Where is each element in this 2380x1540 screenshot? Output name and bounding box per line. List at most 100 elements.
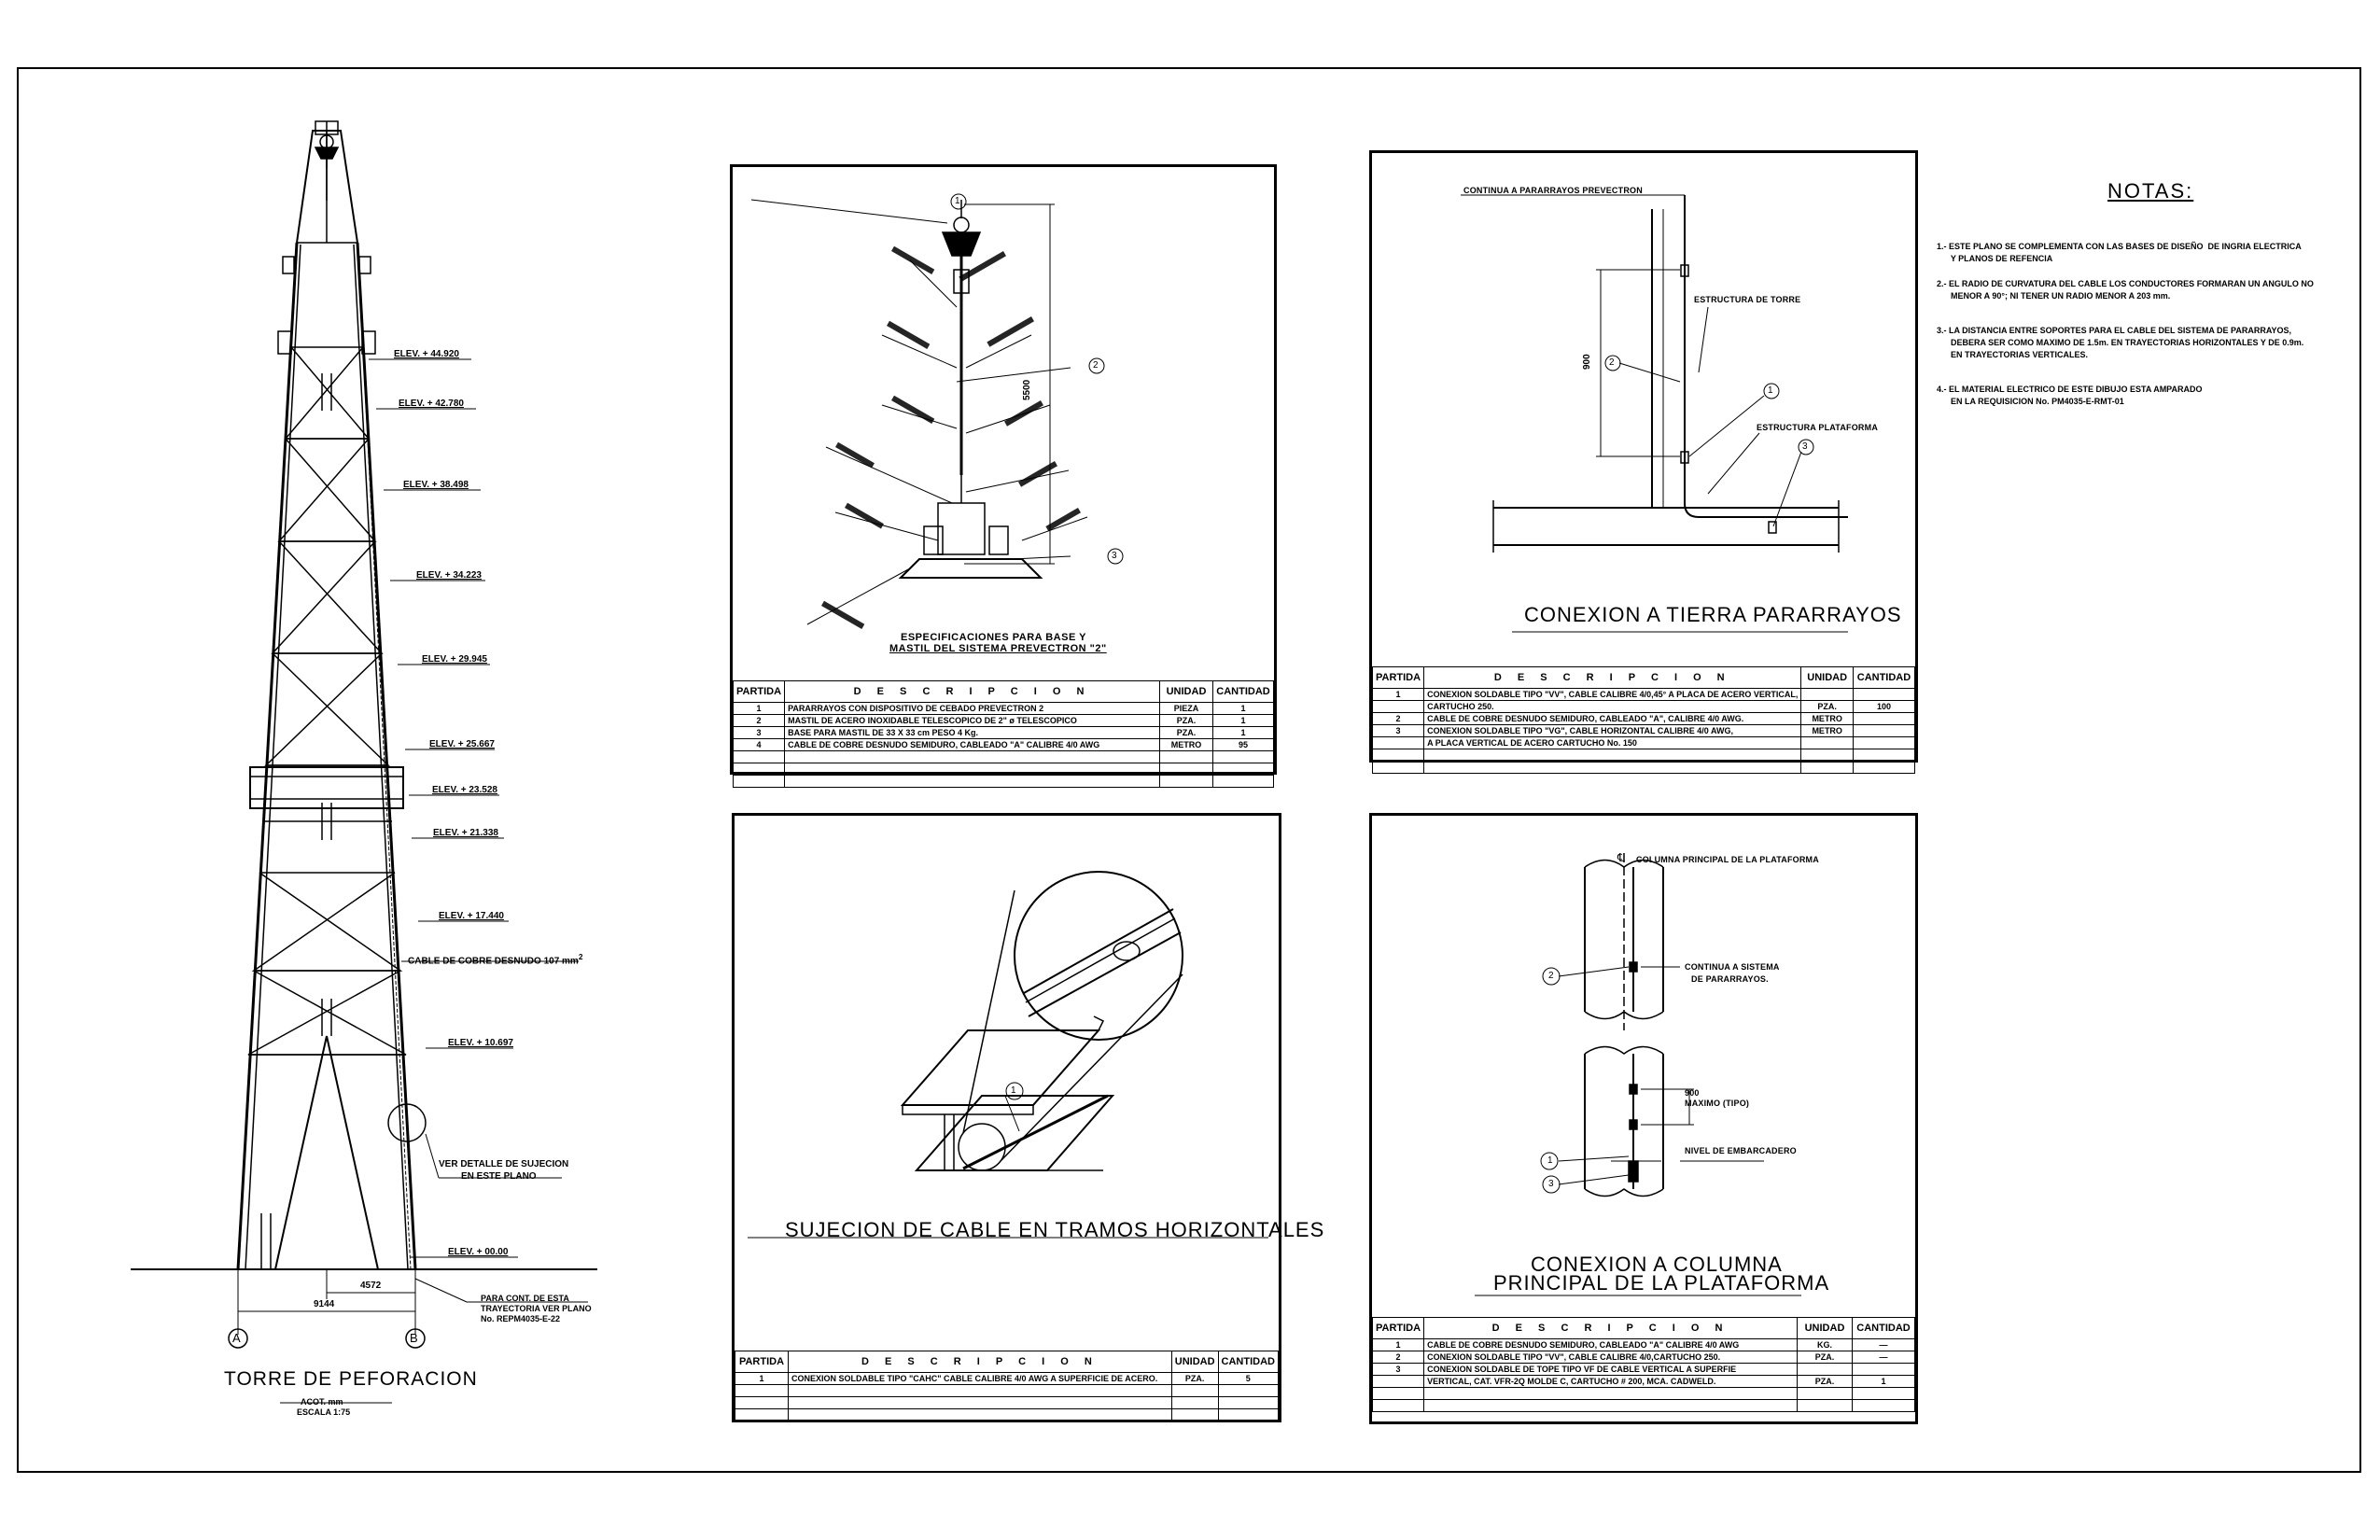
p2-th-cantidad: CANTIDAD [1852,666,1916,689]
cell [1852,688,1916,701]
cell: METRO [1159,738,1213,751]
cell: CONEXION SOLDABLE TIPO "CAHC" CABLE CALI… [788,1372,1172,1385]
cell: 1 [732,702,786,715]
cable-label: CABLE DE COBRE DESNUDO 107 mm2 [408,952,583,967]
axis-a: A [232,1331,241,1345]
cell: CABLE DE COBRE DESNUDO SEMIDURO, CABLEAD… [1423,712,1802,725]
elev-label-4: ELEV. + 34.223 [416,570,482,581]
table-row [1371,761,1916,774]
p2-th-descripcion: D E S C R I P C I O N [1423,666,1802,689]
table-row [732,763,1274,776]
cell: PZA. [1159,726,1213,739]
cell: CABLE DE COBRE DESNUDO SEMIDURO, CABLEAD… [1423,1338,1798,1351]
p2-estructura-torre-label: ESTRUCTURA DE TORRE [1694,295,1801,304]
cell [1800,736,1854,749]
panel-sujecion-cable: 1 SUJECION DE CABLE EN TRAMOS HORIZONTAL… [732,813,1323,1422]
table-row [735,1384,1280,1397]
column-connection-drawing [1475,853,1801,1296]
cont-label-2: TRAYECTORIA VER PLANO [481,1304,592,1313]
table-row [1371,1387,1915,1400]
p3-th-cantidad: CANTIDAD [1217,1351,1280,1373]
elev-label-5: ELEV. + 29.945 [422,654,487,665]
cell [1852,1363,1915,1376]
table-row: VERTICAL, CAT. VFR-2Q MOLDE C, CARTUCHO … [1371,1375,1915,1388]
p3-th-partida: PARTIDA [735,1351,789,1373]
cell [1371,1375,1425,1388]
note-4: 4.- EL MATERIAL ELECTRICO DE ESTE DIBUJO… [1937,385,2203,406]
cell: 1 [1852,1375,1915,1388]
p4-continua-line-1: CONTINUA A SISTEMA [1685,962,1780,972]
cell: PZA. [1797,1351,1853,1364]
cell [1800,688,1854,701]
cell: PZA. [1800,700,1854,713]
table-row [1371,749,1916,762]
cell: 95 [1212,738,1274,751]
p3-callout-1: 1 [1011,1085,1016,1096]
p4-th-partida: PARTIDA [1371,1317,1425,1339]
table-row: CARTUCHO 250.PZA.100 [1371,700,1916,713]
cell: PARARRAYOS CON DISPOSITIVO DE CEBADO PRE… [784,702,1160,715]
p1-dim-5500: 5500 [1022,379,1032,400]
centerline-icon: ℄ [1617,851,1625,864]
cont-label-3: No. REPM4035-E-22 [481,1314,561,1323]
p1-th-descripcion: D E S C R I P C I O N [784,680,1160,703]
cell: CONEXION SOLDABLE TIPO "VV", CABLE CALIB… [1423,1351,1798,1364]
cell: MASTIL DE ACERO INOXIDABLE TELESCOPICO D… [784,714,1160,727]
elev-label-10: ELEV. + 10.697 [448,1038,513,1048]
p4-callout-3: 3 [1548,1179,1554,1189]
p4-maximo-label: MAXIMO (TIPO) [1685,1099,1750,1108]
cell: CONEXION SOLDABLE DE TOPE TIPO VF DE CAB… [1423,1363,1798,1376]
p4-nivel-label: NIVEL DE EMBARCADERO [1685,1146,1797,1155]
p3-th-unidad: UNIDAD [1170,1351,1219,1373]
cell [1852,724,1916,737]
p3-th-descripcion: D E S C R I P C I O N [788,1351,1172,1373]
p1-spec-line-1: ESPECIFICACIONES PARA BASE Y [901,632,1086,643]
axis-b: B [410,1331,418,1345]
elev-label-8: ELEV. + 21.338 [433,828,498,838]
tower-acot: ACOT. mm [301,1397,343,1407]
cell: 5 [1217,1372,1280,1385]
cell: A PLACA VERTICAL DE ACERO CARTUCHO No. 1… [1423,736,1802,749]
p2-th-partida: PARTIDA [1371,666,1425,689]
p4-callout-1: 1 [1547,1155,1553,1166]
cell: 3 [1371,724,1425,737]
p2-dim-900: 900 [1582,354,1592,370]
cell [1852,736,1916,749]
cell: PIEZA [1159,702,1213,715]
cell: — [1852,1338,1915,1351]
cell: CONEXION SOLDABLE TIPO "VV", CABLE CALIB… [1423,688,1802,701]
cell [1797,1363,1853,1376]
panel-conexion-columna: ℄ COLUMNA PRINCIPAL DE LA PLATAFORMA CON… [1369,813,1918,1424]
elev-label-7: ELEV. + 23.528 [432,785,497,795]
cell: PZA. [1170,1372,1219,1385]
cell: 1 [735,1372,789,1385]
cont-label-1: PARA CONT. DE ESTA [481,1294,569,1303]
dim-9144: 9144 [314,1299,335,1309]
cell: KG. [1797,1338,1853,1351]
p4-th-cantidad: CANTIDAD [1852,1317,1915,1339]
table-row [735,1396,1280,1409]
cell [1852,712,1916,725]
p1-th-unidad: UNIDAD [1159,680,1213,703]
table-row [735,1408,1280,1421]
p4-th-unidad: UNIDAD [1797,1317,1853,1339]
p4-dim-900: 900 [1685,1088,1700,1098]
p4-callout-2: 2 [1548,971,1554,981]
p4-title-line-1: CONEXION A COLUMNA [1531,1253,1783,1276]
cell: 3 [732,726,786,739]
tower-title: TORRE DE PEFORACION [224,1368,478,1390]
note-1: 1.- ESTE PLANO SE COMPLEMENTA CON LAS BA… [1937,242,2302,263]
p1-callout-3: 3 [1112,551,1117,561]
cable-clamp-drawing [748,871,1268,1239]
p2-th-unidad: UNIDAD [1800,666,1854,689]
cell: 1 [1371,1338,1425,1351]
cell: 1 [1212,702,1274,715]
p1-spec-line-2: MASTIL DEL SISTEMA PREVECTRON "2" [889,643,1107,654]
cell: 2 [732,714,786,727]
